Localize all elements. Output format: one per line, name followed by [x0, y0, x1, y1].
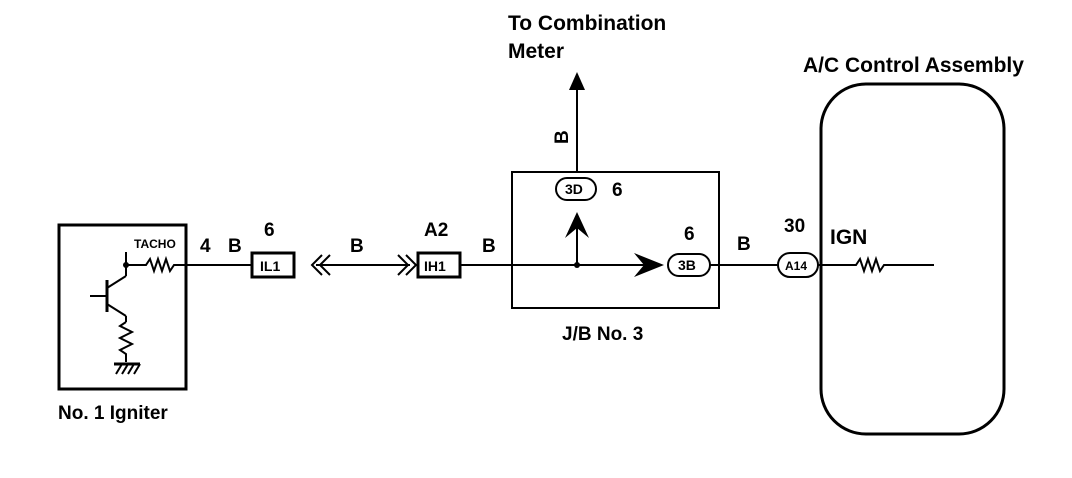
meter-arrow-icon — [569, 72, 585, 90]
il1-connector — [250, 251, 296, 279]
meter-wire-color: B — [552, 130, 573, 144]
ign-label: IGN — [830, 226, 867, 249]
a14-name: A14 — [785, 259, 807, 273]
il1-name: IL1 — [260, 258, 280, 274]
emitter-resistor — [117, 321, 135, 362]
jb3b-pin: 6 — [684, 224, 695, 245]
transistor-collector — [106, 275, 127, 289]
junction-block-box — [511, 171, 720, 309]
ih1-name: IH1 — [424, 258, 446, 274]
ih1-pin: A2 — [424, 220, 448, 241]
tacho-label: TACHO — [134, 237, 176, 251]
combination-meter-label-2: Meter — [508, 40, 564, 63]
igniter-box — [57, 223, 188, 391]
igniter-label: No. 1 Igniter — [58, 403, 168, 424]
jb-junction — [574, 262, 580, 268]
jb3b-name: 3B — [678, 257, 696, 273]
ground-hatch-4 — [133, 363, 141, 375]
ground-hatch-2 — [121, 363, 129, 375]
wire-color-1: B — [228, 236, 242, 257]
tacho-resistor — [126, 255, 188, 275]
ground-hatch-1 — [115, 363, 123, 375]
junction-block-label: J/B No. 3 — [562, 324, 643, 345]
jb3d-pin: 6 — [612, 180, 623, 201]
il1-pin: 6 — [264, 220, 275, 241]
ih1-chevron-2-icon — [405, 254, 418, 276]
ac-control-label: A/C Control Assembly — [803, 54, 1024, 77]
wire-color-3: B — [482, 236, 496, 257]
jb3d-connector — [555, 177, 597, 201]
transistor-emitter — [106, 303, 127, 317]
jb3d-terminal-icon — [565, 212, 589, 238]
wire-color-2: B — [350, 236, 364, 257]
il1-chevron-icon — [310, 254, 323, 276]
ih1-chevron-icon — [397, 254, 410, 276]
jb3b-terminal-icon — [634, 253, 664, 277]
a14-pin: 30 — [784, 216, 805, 237]
igniter-pin: 4 — [200, 236, 211, 257]
ac-control-box — [819, 82, 1006, 436]
jb3d-name: 3D — [565, 181, 583, 197]
ign-resistor — [818, 255, 934, 275]
ground-hatch-3 — [127, 363, 135, 375]
combination-meter-label-1: To Combination — [508, 12, 666, 35]
wire-color-4: B — [737, 234, 751, 255]
